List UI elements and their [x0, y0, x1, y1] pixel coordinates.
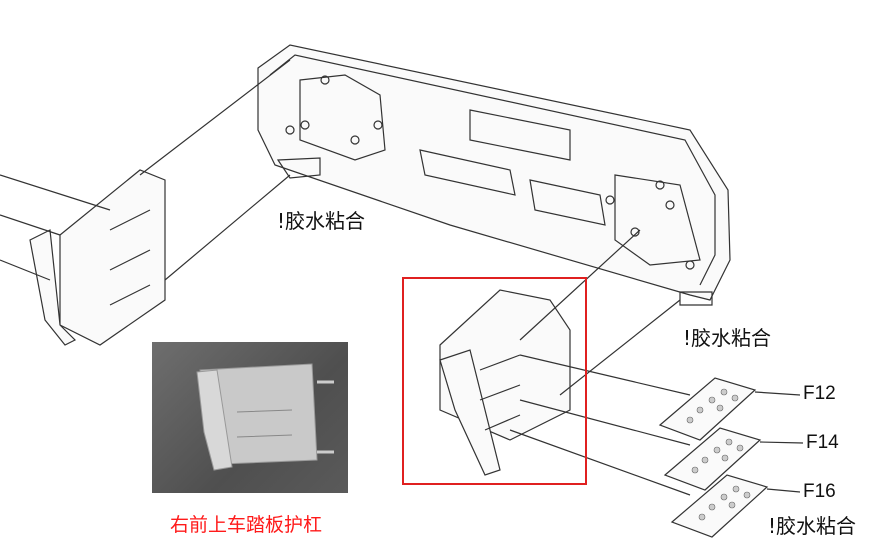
bumper-body: [257, 44, 731, 306]
glue-label: !胶水粘合: [277, 209, 366, 233]
part-label-f12: F12: [803, 383, 836, 404]
photo-part-image: [196, 363, 334, 471]
anti-slip-pads: [658, 377, 804, 538]
part-label-f16: F16: [803, 481, 836, 502]
left-step-guard: [0, 59, 291, 346]
glue-label: !胶水粘合: [683, 326, 772, 350]
glue-label: !胶水粘合: [768, 514, 857, 538]
reference-photo: [152, 342, 348, 493]
part-label-f14: F14: [806, 432, 839, 453]
highlight-box: [402, 277, 587, 485]
photo-caption: 右前上车踏板护杠: [170, 514, 323, 536]
right-step-guard: [439, 229, 691, 496]
